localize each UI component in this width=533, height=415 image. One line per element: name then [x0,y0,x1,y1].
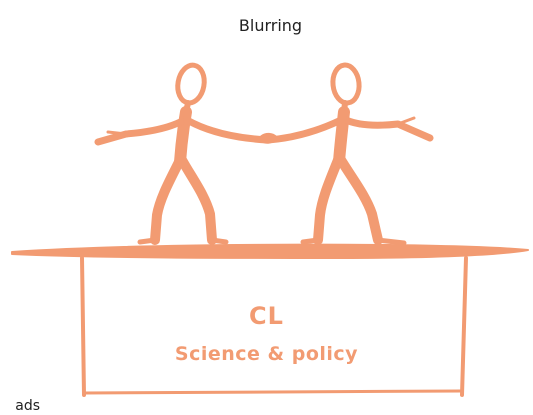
table-left-leg [80,256,86,397]
right-figure-left-foot [300,237,321,245]
table-bottom [82,389,464,395]
right-figure-right-foot [375,237,407,246]
table-right-leg [460,256,468,397]
stick-figure-right [264,62,434,246]
left-figure-left-foot [137,237,158,245]
right-figure-right-finger [396,116,416,126]
box-label: CL [249,302,284,330]
left-figure-right-foot [209,237,229,245]
stick-figure-left [94,62,272,245]
left-figure-right-arm [183,116,272,144]
right-figure-left-leg [313,155,343,245]
left-figure-right-leg [177,155,217,245]
right-figure-head [330,62,362,106]
diagram-title: Blurring [238,16,303,35]
right-figure-right-arm [342,116,434,142]
right-figure-right-leg [336,155,383,245]
cropped-edge-text: ads [15,398,40,414]
hand-hold [260,132,278,144]
box-sublabel: Science & policy [174,343,359,365]
left-figure-left-leg [150,155,185,245]
left-figure-head [175,62,207,106]
left-figure-left-finger [106,130,128,136]
right-figure-left-arm [264,116,345,144]
table-top [11,243,529,259]
